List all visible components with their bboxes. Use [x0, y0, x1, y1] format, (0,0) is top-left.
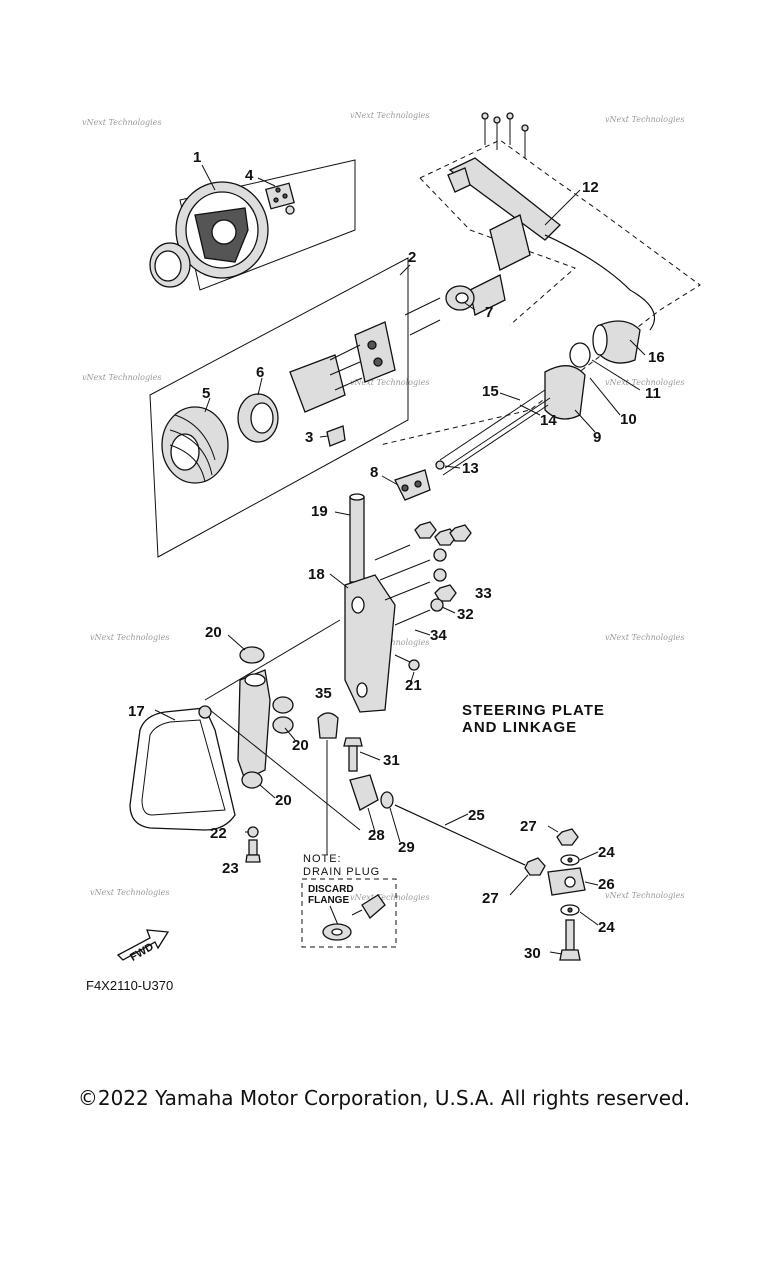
- note-description: DRAIN PLUG: [303, 866, 380, 878]
- callout-21: 21: [405, 677, 422, 694]
- watermark: vNext Technologies: [90, 633, 169, 642]
- watermark: vNext Technologies: [350, 893, 429, 902]
- drain-plug: [361, 894, 386, 919]
- callout-3: 3: [305, 429, 313, 446]
- steering-unit-group: [149, 257, 409, 558]
- washer: [247, 826, 259, 838]
- callout-12: 12: [582, 179, 599, 196]
- diagram-title-line2: AND LINKAGE: [462, 719, 577, 736]
- hose-clamp: [569, 342, 591, 368]
- callout-34: 34: [430, 627, 447, 644]
- callout-35: 35: [315, 685, 332, 702]
- pivot-bracket: [237, 669, 271, 781]
- studs: [374, 544, 431, 626]
- bushing: [272, 716, 294, 734]
- callout-5: 5: [202, 385, 210, 402]
- cable-boot: [599, 320, 641, 364]
- callout-7: 7: [485, 304, 493, 321]
- note-box-text: FLANGE: [308, 895, 349, 906]
- bushing: [272, 696, 294, 714]
- nuts-washers: [414, 521, 472, 612]
- callout-24b: 24: [598, 919, 615, 936]
- fwd-label: FWD: [128, 941, 156, 964]
- linkage-bolt: [343, 737, 363, 772]
- callout-19: 19: [311, 503, 328, 520]
- watermark: vNext Technologies: [350, 378, 429, 387]
- callout-1: 1: [193, 149, 201, 166]
- steering-wheel-group: [149, 159, 356, 291]
- callout-2: 2: [408, 249, 416, 266]
- callout-28: 28: [368, 827, 385, 844]
- watermark: vNext Technologies: [605, 115, 684, 124]
- callout-9: 9: [593, 429, 601, 446]
- callout-25: 25: [468, 807, 485, 824]
- callout-33: 33: [475, 585, 492, 602]
- steering-arm: [344, 574, 396, 713]
- washer: [380, 791, 394, 809]
- callout-24a: 24: [598, 844, 615, 861]
- nut: [524, 857, 546, 876]
- cable-group: [379, 112, 701, 501]
- callout-20b: 20: [292, 737, 309, 754]
- cable-bracket: [394, 469, 431, 501]
- callout-10: 10: [620, 411, 637, 428]
- callout-18: 18: [308, 566, 325, 583]
- callout-32: 32: [457, 606, 474, 623]
- callout-16: 16: [648, 349, 665, 366]
- note-label: NOTE:: [303, 853, 342, 865]
- fwd-arrow: FWD: [116, 929, 170, 964]
- callout-26: 26: [598, 876, 615, 893]
- callout-20c: 20: [275, 792, 292, 809]
- watermark: vNext Technologies: [350, 111, 429, 120]
- callout-27a: 27: [520, 818, 537, 835]
- watermark: vNext Technologies: [82, 373, 161, 382]
- clip: [326, 425, 346, 447]
- note-box-text: DISCARD: [308, 884, 354, 895]
- watermark: vNext Technologies: [90, 888, 169, 897]
- ball-joint: [349, 774, 379, 811]
- callout-4: 4: [245, 167, 254, 184]
- callout-23: 23: [222, 860, 239, 877]
- callout-6: 6: [256, 364, 264, 381]
- drain-plug-clip: [317, 712, 339, 739]
- collar: [408, 659, 420, 671]
- boot: [544, 365, 586, 420]
- diagram-title: STEERING PLATE: [462, 702, 605, 719]
- callout-29: 29: [398, 839, 415, 856]
- steering-plate-group: [129, 493, 586, 961]
- callout-13: 13: [462, 460, 479, 477]
- watermark: vNext Technologies: [82, 118, 161, 127]
- callouts: 1 2 3 4 5 6 7 8 9 10 11 12 13 14 15 16 1…: [128, 149, 665, 962]
- copyright-notice: ©2022 Yamaha Motor Corporation, U.S.A. A…: [77, 1086, 691, 1110]
- cable-fitting: [404, 285, 475, 336]
- note-box: NOTE: DRAIN PLUG DISCARD FLANGE: [301, 853, 397, 948]
- figure-code: F4X2110-U370: [86, 978, 173, 993]
- callout-8: 8: [370, 464, 378, 481]
- screw-set: [265, 182, 295, 215]
- control-box: [448, 157, 561, 241]
- callout-31: 31: [383, 752, 400, 769]
- callout-20a: 20: [205, 624, 222, 641]
- callout-30: 30: [524, 945, 541, 962]
- watermark: vNext Technologies: [605, 891, 684, 900]
- callout-17: 17: [128, 703, 145, 720]
- watermark: vNext Technologies: [605, 633, 684, 642]
- cable-end: [435, 460, 445, 470]
- bushing: [239, 646, 265, 664]
- leader-lines: [154, 164, 646, 955]
- callout-11: 11: [645, 385, 661, 402]
- callout-15: 15: [482, 383, 499, 400]
- steering-plate: [129, 707, 236, 831]
- bolt: [565, 919, 575, 951]
- callout-14: 14: [540, 412, 557, 429]
- callout-22: 22: [210, 825, 227, 842]
- bushing: [241, 771, 263, 789]
- callout-27b: 27: [482, 890, 499, 907]
- nut: [556, 828, 579, 846]
- bolt: [248, 839, 258, 856]
- steering-shaft: [349, 496, 365, 583]
- watermark: vNext Technologies: [605, 378, 684, 387]
- mount-bolts: [481, 112, 529, 158]
